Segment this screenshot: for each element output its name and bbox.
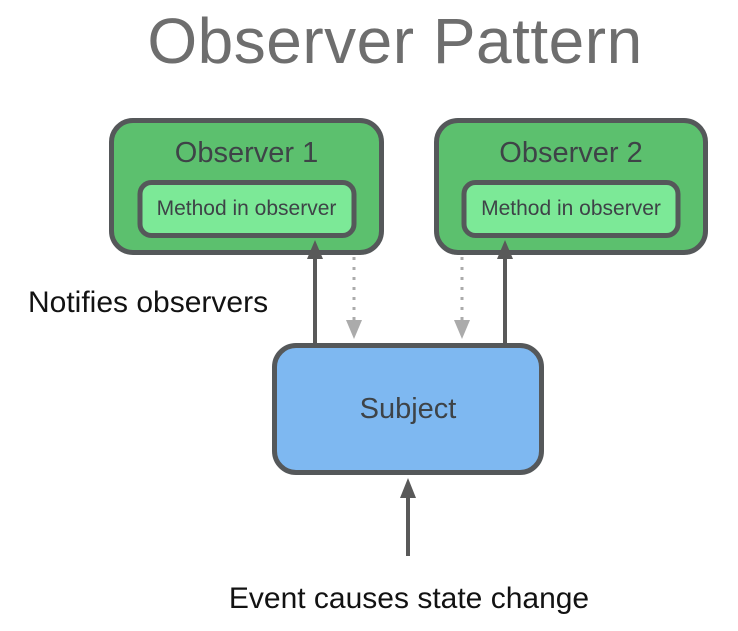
observer-1-label: Observer 1 [174,137,319,169]
observe-arrow-right [454,257,470,339]
subject-box: Subject [272,343,544,475]
observer-2-box: Observer 2 Method in observer [434,118,708,255]
observer-2-method-box: Method in observer [461,180,681,238]
observer-1-method-box: Method in observer [137,180,356,238]
observer-2-label: Observer 2 [499,137,643,169]
notifies-observers-label: Notifies observers [28,286,269,319]
diagram-title: Observer Pattern [147,5,643,77]
event-arrow [400,478,416,556]
notify-arrow-right [497,240,513,343]
observer-2-method-label: Method in observer [481,197,661,220]
observe-arrow-left [346,257,362,339]
observer-1-method-label: Method in observer [156,197,337,220]
subject-label: Subject [359,392,457,425]
event-state-change-label: Event causes state change [228,582,590,615]
notify-arrow-left [307,240,323,343]
observer-1-box: Observer 1 Method in observer [109,118,384,255]
